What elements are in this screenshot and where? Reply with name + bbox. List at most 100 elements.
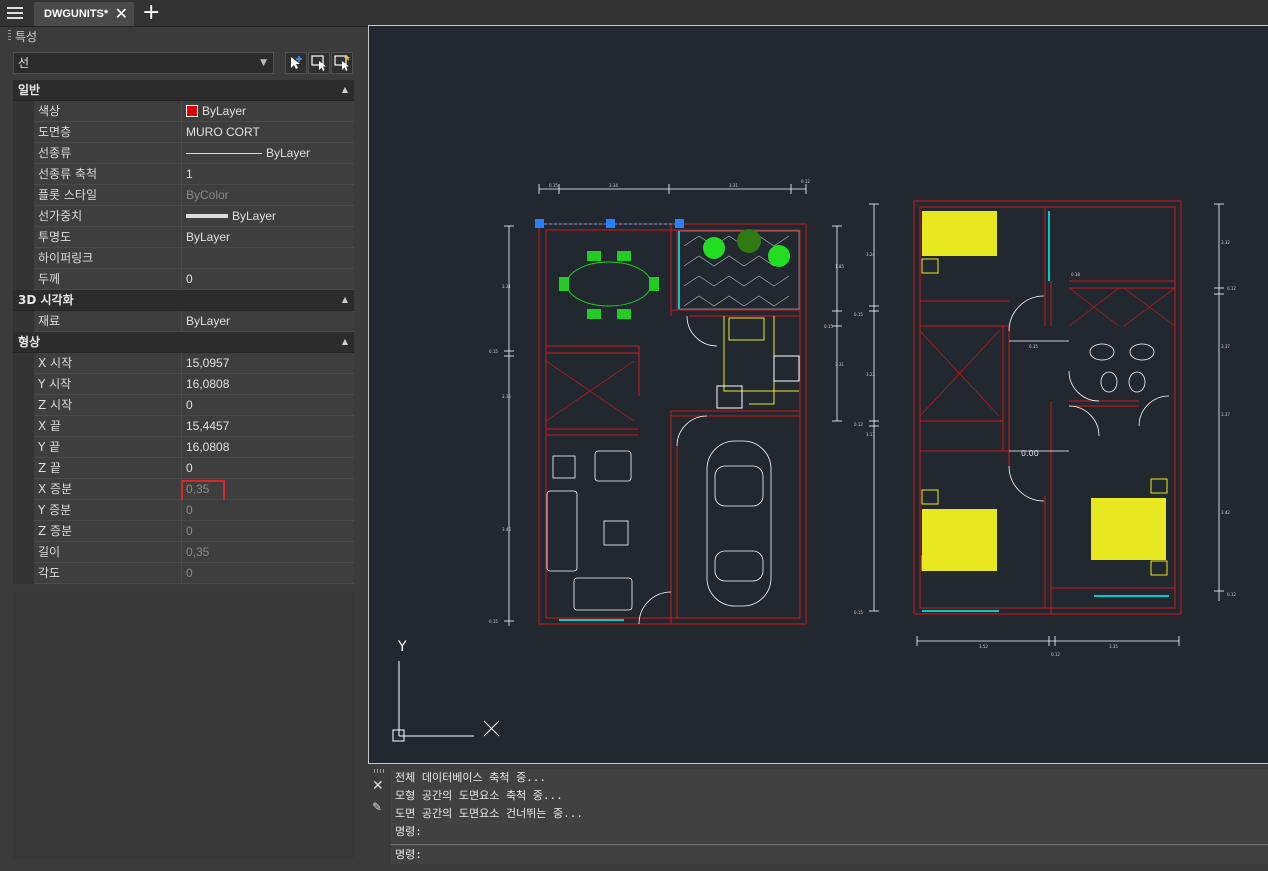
selection-grips[interactable] xyxy=(535,219,684,228)
property-label: 색상 xyxy=(34,101,182,122)
property-label: Z 시작 xyxy=(34,395,182,416)
history-line: 전체 데이터베이스 축척 중... xyxy=(395,771,547,784)
walls-right xyxy=(913,200,1182,615)
property-value: 0,35 xyxy=(182,479,354,500)
property-row-transparency[interactable]: 투명도 ByLayer xyxy=(13,227,354,248)
collapse-caret-icon[interactable]: ▲ xyxy=(341,337,348,346)
property-value[interactable]: 16,0808 xyxy=(182,437,354,458)
svg-text:0.15: 0.15 xyxy=(489,619,498,624)
property-value[interactable]: ByLayer xyxy=(182,143,354,164)
property-value[interactable]: 1 xyxy=(182,164,354,185)
property-label: 두께 xyxy=(34,269,182,290)
hamburger-menu-icon[interactable] xyxy=(4,3,26,23)
panel-grip-icon[interactable] xyxy=(8,30,11,42)
row-gutter xyxy=(13,437,34,458)
close-tab-icon[interactable]: ✕ xyxy=(114,4,128,23)
pickadd-icon xyxy=(291,56,302,69)
object-type-select[interactable]: 선 ▼ xyxy=(13,52,274,74)
svg-text:3.31: 3.31 xyxy=(502,284,511,289)
row-gutter xyxy=(13,143,34,164)
property-row-hyperlink[interactable]: 하이퍼링크 xyxy=(13,248,354,269)
property-value[interactable]: 16,0808 xyxy=(182,374,354,395)
svg-text:0.12: 0.12 xyxy=(854,422,863,427)
property-value[interactable] xyxy=(182,248,354,269)
property-value[interactable]: 0 xyxy=(182,269,354,290)
property-row-lineweight[interactable]: 선가중치 ByLayer xyxy=(13,206,354,227)
property-value: 0 xyxy=(182,500,354,521)
color-value: ByLayer xyxy=(202,104,247,118)
svg-text:3.31: 3.31 xyxy=(729,183,738,188)
property-row-thickness[interactable]: 두께 0 xyxy=(13,269,354,290)
property-row-delta-x[interactable]: X 증분 0,35 xyxy=(13,479,354,503)
level-annotation: 0.00 xyxy=(1021,449,1039,458)
row-gutter xyxy=(13,458,34,479)
property-label: 각도 xyxy=(34,563,182,584)
property-value[interactable]: ByLayer xyxy=(182,311,354,332)
command-input[interactable]: 명령: xyxy=(391,844,1268,864)
svg-text:3.42: 3.42 xyxy=(1221,510,1230,515)
command-grip-icon[interactable] xyxy=(374,769,386,773)
close-icon[interactable]: ✕ xyxy=(372,778,384,794)
property-value[interactable]: ByLayer xyxy=(182,206,354,227)
property-label: 플롯 스타일 xyxy=(34,185,182,206)
property-row-material[interactable]: 재료 ByLayer xyxy=(13,311,354,332)
linetype-preview-icon xyxy=(186,152,262,154)
row-gutter xyxy=(13,563,34,584)
property-value[interactable]: MURO CORT xyxy=(182,122,354,143)
section-geometry[interactable]: 형상 ▲ xyxy=(13,332,354,353)
property-row-start-y[interactable]: Y 시작 16,0808 xyxy=(13,374,354,395)
collapse-caret-icon[interactable]: ▲ xyxy=(341,85,348,94)
property-row-end-x[interactable]: X 끝 15,4457 xyxy=(13,416,354,437)
quick-select-button[interactable] xyxy=(331,52,353,74)
command-side-bar: ✕ ✎ xyxy=(368,766,390,866)
property-value[interactable]: ByLayer xyxy=(182,227,354,248)
svg-text:3.23: 3.23 xyxy=(866,372,875,377)
property-row-linetype-scale[interactable]: 선종류 축척 1 xyxy=(13,164,354,185)
section-title: 형상 xyxy=(18,335,41,349)
property-row-plot-style[interactable]: 플롯 스타일 ByColor xyxy=(13,185,354,206)
property-row-end-z[interactable]: Z 끝 0 xyxy=(13,458,354,479)
property-row-start-z[interactable]: Z 시작 0 xyxy=(13,395,354,416)
property-value[interactable]: 0 xyxy=(182,395,354,416)
property-row-end-y[interactable]: Y 끝 16,0808 xyxy=(13,437,354,458)
history-line: 도면 공간의 도면요소 건너뛰는 중... xyxy=(395,807,584,820)
property-value: 0 xyxy=(182,521,354,542)
door-swings xyxy=(638,315,718,625)
svg-text:0.12: 0.12 xyxy=(801,179,810,184)
kitchen xyxy=(716,316,800,409)
toggle-pickadd-button[interactable] xyxy=(285,52,307,74)
document-tab-bar: DWGUNITS* ✕ + xyxy=(0,0,1268,27)
row-gutter xyxy=(13,311,34,332)
property-row-start-x[interactable]: X 시작 15,0957 xyxy=(13,353,354,374)
document-tab[interactable]: DWGUNITS* ✕ xyxy=(34,2,134,26)
stairs-right xyxy=(919,330,1000,417)
property-value[interactable]: ByLayer xyxy=(182,101,354,122)
bathroom-marks xyxy=(1068,287,1176,327)
property-row-delta-z[interactable]: Z 증분 0 xyxy=(13,521,354,542)
property-row-length[interactable]: 길이 0,35 xyxy=(13,542,354,563)
svg-text:0.15: 0.15 xyxy=(1029,344,1038,349)
property-row-delta-y[interactable]: Y 증분 0 xyxy=(13,500,354,521)
select-objects-button[interactable] xyxy=(308,52,330,74)
property-label: 선가중치 xyxy=(34,206,182,227)
add-tab-button[interactable]: + xyxy=(142,0,161,25)
section-general[interactable]: 일반 ▲ xyxy=(13,80,354,101)
svg-text:3.32: 3.32 xyxy=(1221,240,1230,245)
property-row-angle[interactable]: 각도 0 xyxy=(13,563,354,584)
property-row-linetype[interactable]: 선종류 ByLayer xyxy=(13,143,354,164)
property-row-layer[interactable]: 도면층 MURO CORT xyxy=(13,122,354,143)
section-3d-visualization[interactable]: 3D 시각화 ▲ xyxy=(13,290,354,311)
pencil-icon[interactable]: ✎ xyxy=(372,800,383,814)
svg-text:3.52: 3.52 xyxy=(979,644,988,649)
property-value[interactable]: 0 xyxy=(182,458,354,479)
property-value[interactable]: 15,0957 xyxy=(182,353,354,374)
property-label: 선종류 xyxy=(34,143,182,164)
car xyxy=(706,440,772,607)
property-value[interactable]: 15,4457 xyxy=(182,416,354,437)
collapse-caret-icon[interactable]: ▲ xyxy=(341,295,348,304)
property-row-color[interactable]: 색상 ByLayer xyxy=(13,101,354,122)
property-label: 선종류 축척 xyxy=(34,164,182,185)
